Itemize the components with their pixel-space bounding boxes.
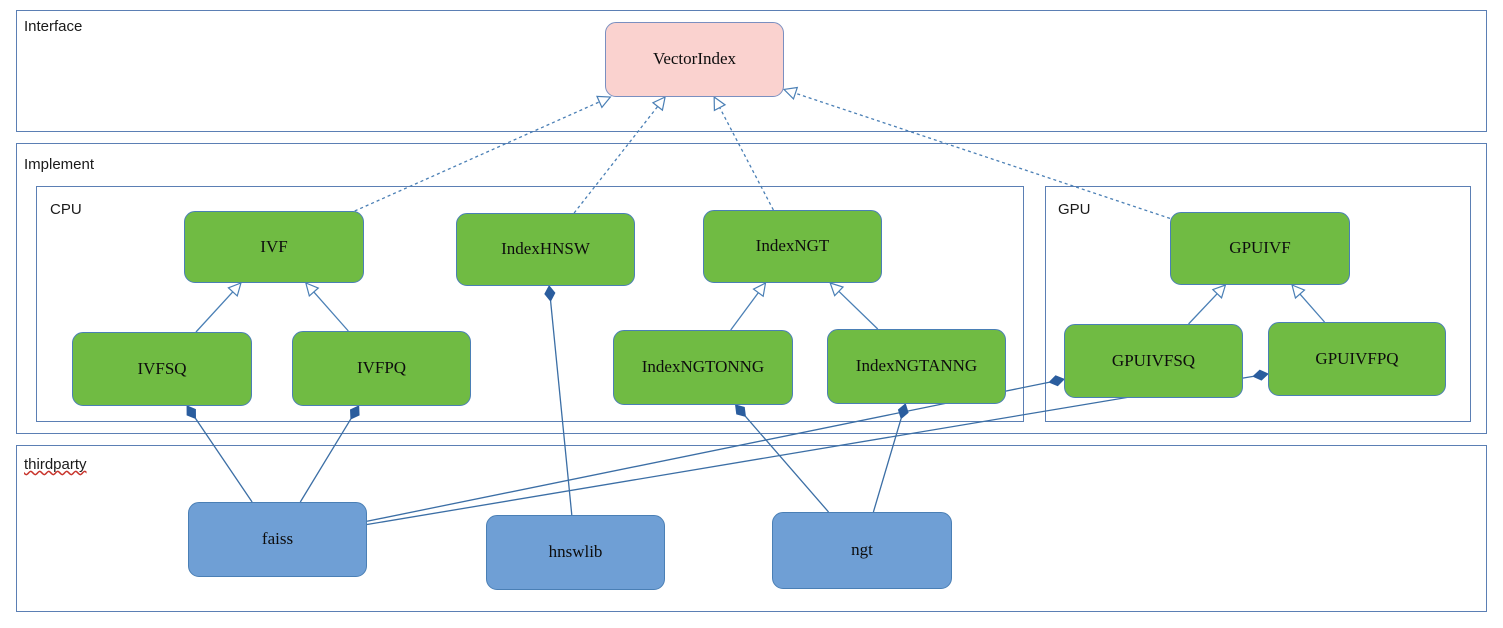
package-label-gpu: GPU [1058, 201, 1091, 218]
class-node-indexhnsw[interactable]: IndexHNSW [456, 213, 635, 286]
package-label-implement: Implement [24, 156, 95, 173]
class-node-indexngt[interactable]: IndexNGT [703, 210, 882, 283]
class-node-ivf[interactable]: IVF [184, 211, 364, 283]
class-node-faiss[interactable]: faiss [188, 502, 367, 577]
package-label-interface: Interface [24, 18, 83, 35]
class-node-ivfpq[interactable]: IVFPQ [292, 331, 471, 406]
class-node-hnswlib[interactable]: hnswlib [486, 515, 665, 590]
package-label-thirdparty: thirdparty [24, 456, 87, 473]
package-label-cpu: CPU [50, 201, 82, 218]
package-frame-gpu [1045, 186, 1471, 422]
class-node-vectorindex[interactable]: VectorIndex [605, 22, 784, 97]
class-node-gpuivf[interactable]: GPUIVF [1170, 212, 1350, 285]
class-node-ngt[interactable]: ngt [772, 512, 952, 589]
class-node-gpuivfsq[interactable]: GPUIVFSQ [1064, 324, 1243, 398]
class-node-gpuivfpq[interactable]: GPUIVFPQ [1268, 322, 1446, 396]
class-node-indexngtanng[interactable]: IndexNGTANNG [827, 329, 1006, 404]
class-node-indexngtonng[interactable]: IndexNGTONNG [613, 330, 793, 405]
class-node-ivfsq[interactable]: IVFSQ [72, 332, 252, 406]
